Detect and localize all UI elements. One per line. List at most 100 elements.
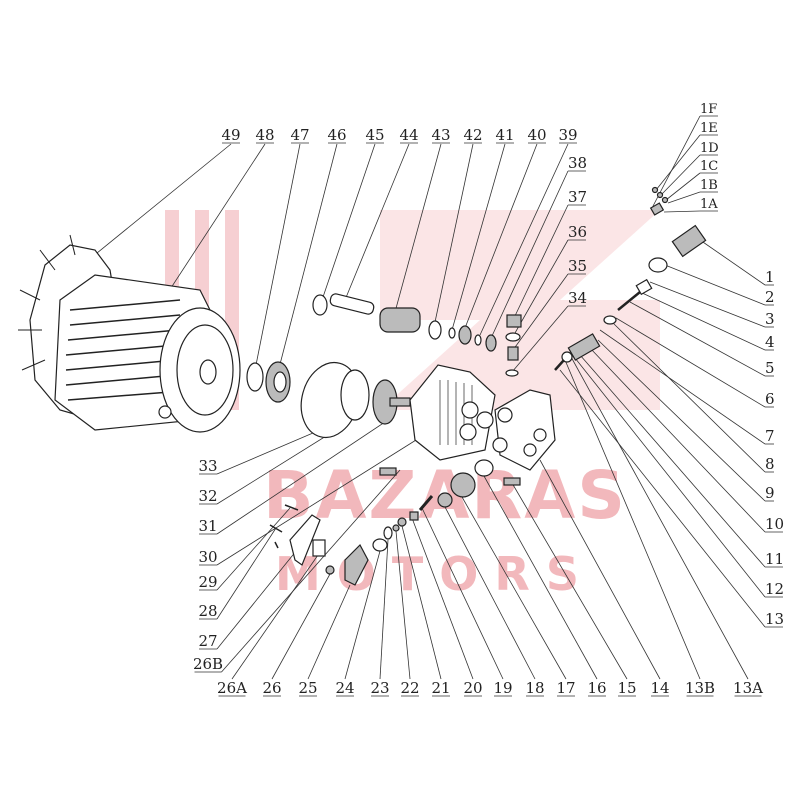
callout-label: 4 xyxy=(765,333,775,351)
callout-label: 2 xyxy=(765,288,775,306)
part-13 xyxy=(567,333,601,361)
part-35 xyxy=(507,346,519,361)
part-19 xyxy=(418,495,434,511)
leader-line xyxy=(216,429,321,475)
leader-line xyxy=(479,143,569,336)
callout-label: 30 xyxy=(198,548,217,566)
leader-line xyxy=(231,554,319,680)
part-21 xyxy=(397,517,407,527)
callout-label: 24 xyxy=(335,679,354,697)
leader-line xyxy=(513,204,569,319)
leader-line xyxy=(411,517,474,680)
callout-label: 16 xyxy=(587,679,606,697)
callout-label: 13 xyxy=(765,610,784,628)
leader-line xyxy=(216,527,277,620)
part-41 xyxy=(448,327,456,339)
leader-line xyxy=(451,143,506,331)
callout-label: 21 xyxy=(431,679,450,697)
callout-label: 38 xyxy=(568,154,587,172)
part-47 xyxy=(246,362,264,392)
part-27 xyxy=(289,514,321,566)
callout-label: 17 xyxy=(556,679,575,697)
leader-line xyxy=(514,239,569,334)
leader-line xyxy=(254,143,301,371)
callout-label: 1 xyxy=(765,268,775,286)
part-26a xyxy=(312,539,326,557)
leader-line xyxy=(483,475,598,680)
leader-line xyxy=(639,291,766,351)
callout-label: 10 xyxy=(765,515,784,533)
leader-line xyxy=(511,482,628,680)
part-40 xyxy=(458,325,472,345)
callout-label: 34 xyxy=(568,289,587,307)
leader-line xyxy=(665,172,701,201)
leader-line xyxy=(511,305,569,373)
callout-label: 41 xyxy=(495,126,514,144)
callout-label: 32 xyxy=(198,487,217,505)
leader-line xyxy=(464,143,538,329)
part-16 xyxy=(450,472,476,498)
callout-label: 29 xyxy=(198,573,217,591)
leader-line xyxy=(629,301,766,377)
part-6 xyxy=(603,315,617,325)
leader-line xyxy=(344,143,410,301)
callout-label: 48 xyxy=(255,126,274,144)
leader-line xyxy=(271,573,331,680)
callout-label: 36 xyxy=(568,223,587,241)
part-26 xyxy=(325,565,335,575)
callout-label: 28 xyxy=(198,602,217,620)
part-37 xyxy=(506,314,522,328)
leader-line xyxy=(344,550,381,680)
leader-line xyxy=(444,506,536,680)
callout-label: 7 xyxy=(765,427,775,445)
leader-line xyxy=(597,339,766,502)
leader-line xyxy=(401,525,442,680)
callout-label: 40 xyxy=(527,126,546,144)
part-42 xyxy=(428,320,442,340)
part-44 xyxy=(329,293,375,315)
callout-label: 43 xyxy=(431,126,450,144)
part-1 xyxy=(671,224,707,258)
leader-line xyxy=(221,469,401,673)
leader-line xyxy=(655,134,701,191)
callout-label: 31 xyxy=(198,517,217,535)
callout-label: 1E xyxy=(700,121,718,136)
bolt xyxy=(379,467,397,476)
leader-line xyxy=(589,347,766,533)
part-1a-1f xyxy=(649,186,669,216)
leader-line xyxy=(395,530,411,680)
leader-line xyxy=(599,329,766,445)
callout-label: 39 xyxy=(558,126,577,144)
callout-label: 9 xyxy=(765,484,775,502)
leader-line xyxy=(559,369,766,628)
callout-label: 45 xyxy=(365,126,384,144)
part-43 xyxy=(379,307,421,333)
leader-line xyxy=(611,321,766,473)
part-20 xyxy=(409,511,419,521)
callout-label: 3 xyxy=(765,310,775,328)
leader-line xyxy=(699,239,766,286)
part-5 xyxy=(617,291,641,311)
callout-label: 13B xyxy=(685,679,715,697)
callout-label: 26B xyxy=(193,655,223,673)
leader-line xyxy=(216,421,386,535)
callout-label: 8 xyxy=(765,455,775,473)
part-39 xyxy=(474,334,482,346)
leader-line xyxy=(216,429,433,566)
part-34 xyxy=(505,369,519,377)
leader-line xyxy=(321,143,376,301)
callout-label: 33 xyxy=(198,457,217,475)
leader-line xyxy=(569,354,749,680)
leader-lines xyxy=(69,115,766,680)
callout-label: 23 xyxy=(370,679,389,697)
leader-line xyxy=(491,170,569,337)
callout-label: 19 xyxy=(493,679,512,697)
part-32 xyxy=(340,369,370,421)
leader-line xyxy=(574,357,766,598)
part-22 xyxy=(392,524,400,532)
leader-line xyxy=(663,210,701,213)
callout-label: 49 xyxy=(221,126,240,144)
